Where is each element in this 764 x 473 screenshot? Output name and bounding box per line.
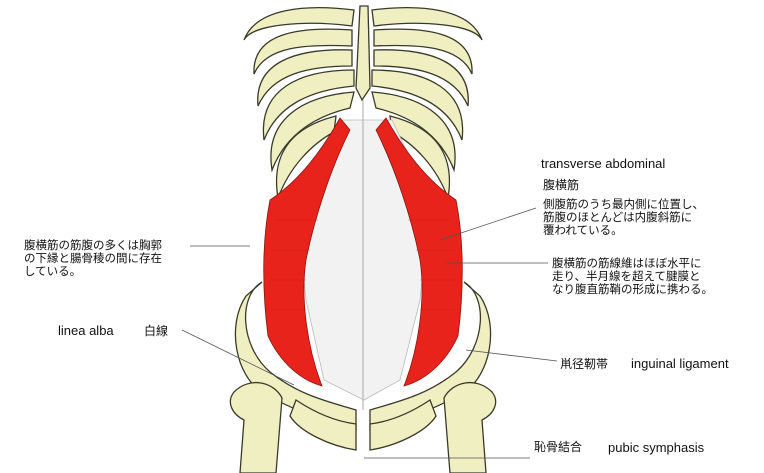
rib-cage xyxy=(243,5,483,201)
label-pubic-jp: 恥骨結合 xyxy=(534,440,583,454)
label-transverse-abdominal-jp: 腹横筋 xyxy=(543,178,580,192)
left-transverse-muscle xyxy=(263,117,351,387)
right-transverse-muscle xyxy=(375,117,463,387)
label-inguinal-jp: 鼡径靭帯 xyxy=(560,357,609,371)
label-left-description: 腹横筋の筋腹の多くは胸郭 の下縁と腸骨稜の間に存在 している。 xyxy=(24,238,162,278)
fiber-lines xyxy=(270,219,456,311)
label-inguinal-en: inguinal ligament xyxy=(631,356,729,371)
leader-lines xyxy=(181,207,558,459)
label-linea-alba-en: linea alba xyxy=(58,323,114,338)
label-transverse-description: 側腹筋のうち最内側に位置し、 筋腹のほとんどは内腹斜筋に 覆われている。 xyxy=(543,197,704,237)
label-linea-alba-jp: 白線 xyxy=(144,324,169,338)
label-fiber-description: 腹横筋の筋線維はほぼ水平に 走り、半月線を超えて腱膜と なり腹直筋鞘の形成に携わ… xyxy=(552,256,713,296)
label-pubic-en: pubic symphasis xyxy=(608,440,705,455)
femurs xyxy=(229,382,497,473)
label-transverse-abdominal-en: transverse abdominal xyxy=(541,156,666,171)
